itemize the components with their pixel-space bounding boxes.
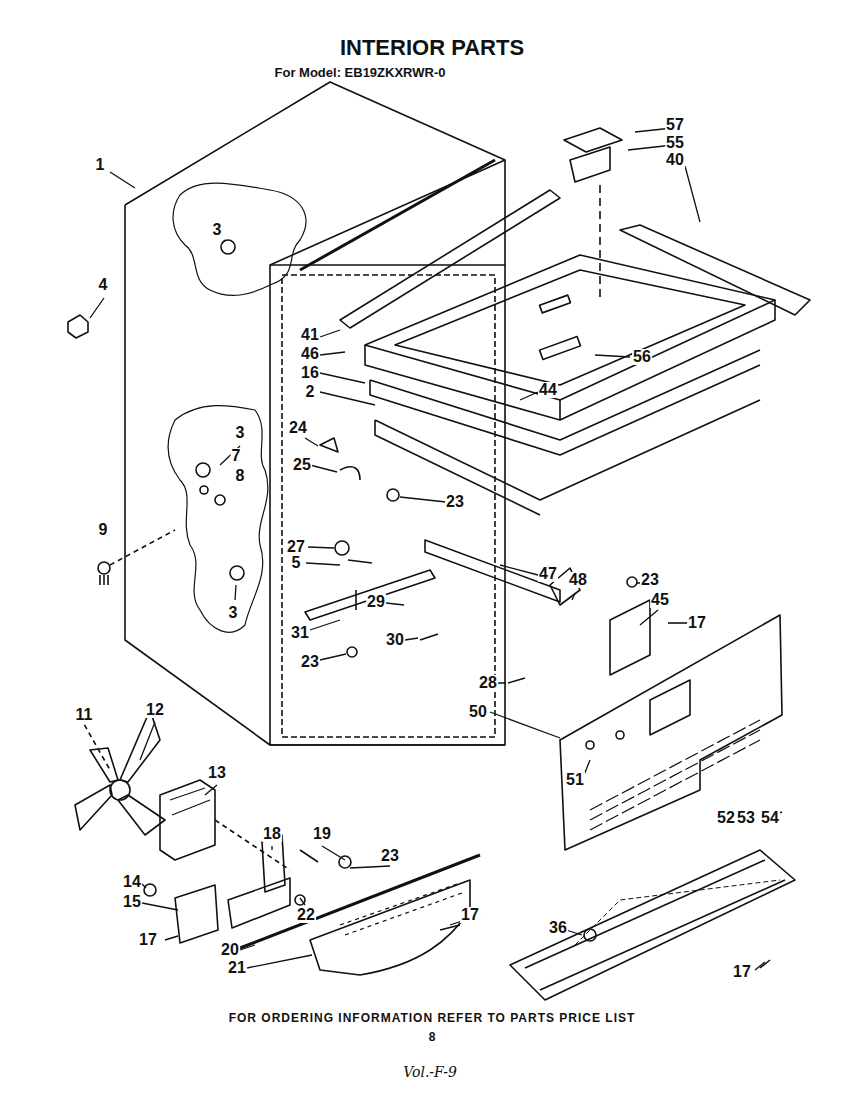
callout-number: 54 bbox=[760, 810, 780, 826]
callout-number: 45 bbox=[650, 592, 670, 608]
callout-number: 51 bbox=[565, 772, 585, 788]
callout-number: 23 bbox=[380, 848, 400, 864]
callout-number: 19 bbox=[312, 826, 332, 842]
callout-number: 9 bbox=[98, 522, 109, 538]
callout-number: 4 bbox=[98, 277, 109, 293]
callout-number: 44 bbox=[538, 382, 558, 398]
page-title: INTERIOR PARTS bbox=[340, 35, 524, 61]
model-number: For Model: EB19ZKXRWR-0 bbox=[274, 66, 447, 79]
callout-number: 31 bbox=[290, 625, 310, 641]
handwritten-note: Vol.-F-9 bbox=[402, 1065, 458, 1079]
page-number: 8 bbox=[428, 1031, 437, 1043]
callout-number: 48 bbox=[568, 572, 588, 588]
callout-number: 25 bbox=[292, 457, 312, 473]
callout-number: 47 bbox=[538, 566, 558, 582]
callout-number: 16 bbox=[300, 365, 320, 381]
callout-number: 2 bbox=[305, 384, 316, 400]
callout-number: 12 bbox=[145, 702, 165, 718]
callout-number: 15 bbox=[122, 894, 142, 910]
callout-number: 55 bbox=[665, 135, 685, 151]
callout-number: 3 bbox=[212, 222, 223, 238]
callout-number: 23 bbox=[445, 494, 465, 510]
callout-number: 3 bbox=[235, 425, 246, 441]
callout-number: 17 bbox=[460, 907, 480, 923]
callout-number: 27 bbox=[286, 539, 306, 555]
callout-number: 40 bbox=[665, 152, 685, 168]
callout-number: 7 bbox=[231, 448, 242, 464]
callout-number: 28 bbox=[478, 675, 498, 691]
callout-number: 24 bbox=[288, 420, 308, 436]
callout-number: 23 bbox=[300, 654, 320, 670]
callout-number: 18 bbox=[262, 826, 282, 842]
callout-number: 5 bbox=[291, 555, 302, 571]
ordering-note: FOR ORDERING INFORMATION REFER TO PARTS … bbox=[228, 1012, 637, 1024]
callout-number: 53 bbox=[736, 810, 756, 826]
callout-number: 1 bbox=[95, 157, 106, 173]
callout-number: 17 bbox=[732, 964, 752, 980]
callout-number: 20 bbox=[220, 942, 240, 958]
callout-number: 23 bbox=[640, 572, 660, 588]
callout-number: 11 bbox=[75, 707, 94, 723]
callout-number: 41 bbox=[300, 327, 320, 343]
callout-number: 3 bbox=[228, 605, 239, 621]
callout-number: 30 bbox=[385, 632, 405, 648]
callout-number: 29 bbox=[366, 594, 386, 610]
callout-number: 46 bbox=[300, 346, 320, 362]
callout-number: 21 bbox=[227, 960, 247, 976]
callout-number: 52 bbox=[716, 810, 736, 826]
callout-number: 14 bbox=[122, 874, 142, 890]
callout-number: 13 bbox=[207, 765, 227, 781]
callout-number: 8 bbox=[235, 468, 246, 484]
callout-number: 36 bbox=[548, 920, 568, 936]
callout-number: 56 bbox=[632, 349, 652, 365]
callout-number: 50 bbox=[468, 704, 488, 720]
callout-number: 57 bbox=[665, 117, 685, 133]
callout-number: 22 bbox=[296, 907, 316, 923]
callout-number: 17 bbox=[138, 932, 158, 948]
callout-number: 17 bbox=[687, 615, 707, 631]
